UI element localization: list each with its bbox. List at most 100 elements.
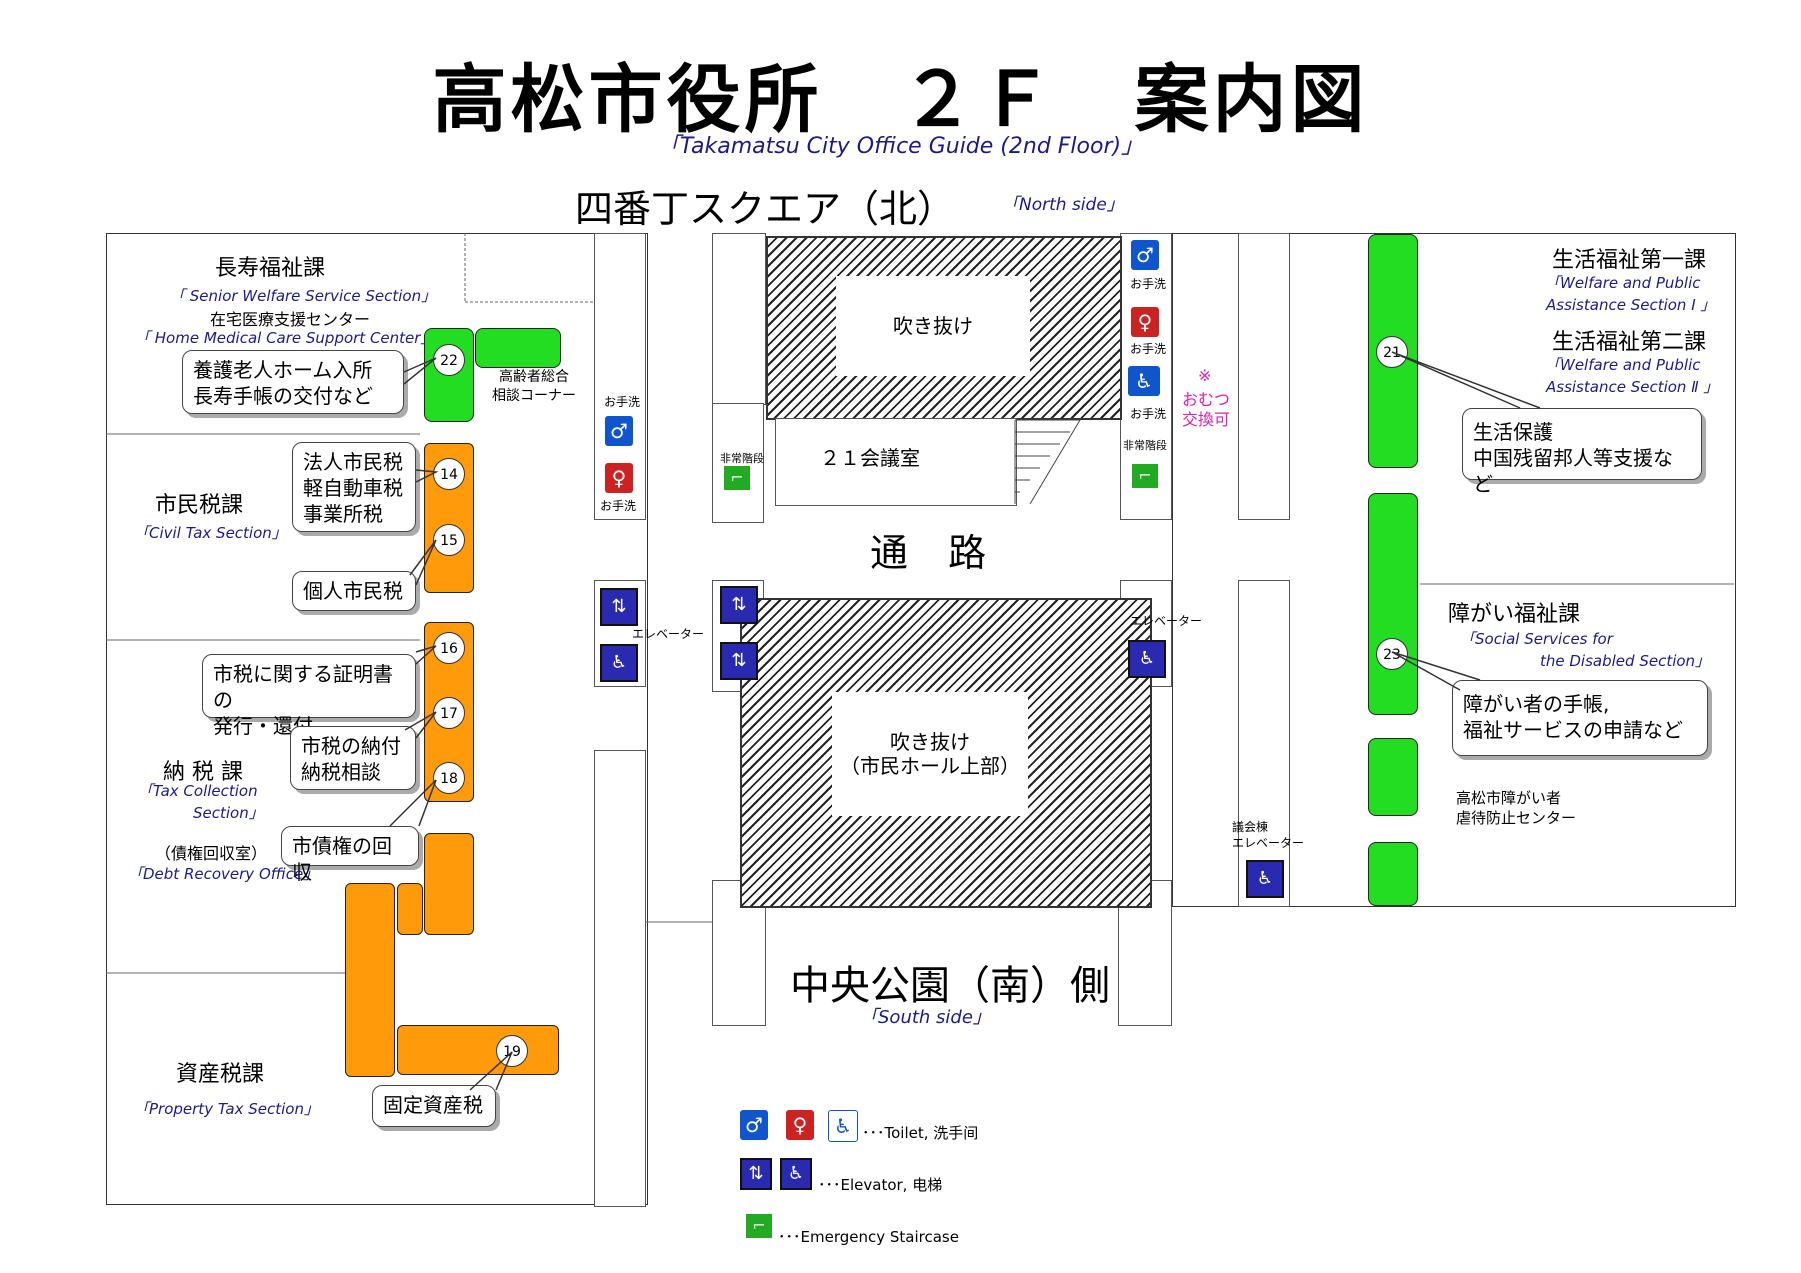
counter-disabled-b[interactable] [1368, 738, 1418, 816]
south-atrium-line1: 吹き抜け [890, 730, 970, 754]
callout-16: 市税に関する証明書の 発行・還付 [202, 654, 416, 738]
south-atrium-label: 吹き抜け （市民ホール上部） [832, 692, 1028, 816]
number-21: 21 [1376, 336, 1408, 368]
welfare1-en2: Assistance Section Ⅰ 」 [1546, 296, 1716, 314]
counter-debt-a[interactable] [424, 833, 474, 935]
disabled-en2: the Disabled Section」 [1540, 652, 1711, 670]
welfare2-en1: 「Welfare and Public [1545, 356, 1701, 374]
callout-19: 固定資産税 [372, 1085, 496, 1127]
counter-property-a[interactable] [345, 883, 395, 1077]
women-toilet-east-icon[interactable]: ♀ [1131, 307, 1159, 337]
counter-debt-b[interactable] [397, 883, 423, 935]
counter-23[interactable] [1368, 493, 1418, 715]
legend-stairs-icon: ⌐ [746, 1214, 772, 1238]
elevator-center-1-icon[interactable]: ⇅ [720, 586, 758, 624]
welfare2-title: 生活福祉第二課 [1552, 330, 1707, 355]
toilet-label-east-2: お手洗 [1130, 342, 1167, 356]
debt-recovery-title: （債権回収室） [155, 844, 268, 863]
elderly-consult-counter[interactable] [475, 328, 561, 368]
welfare1-en1: 「Welfare and Public [1545, 274, 1701, 292]
callout-21-line1: 生活保護 [1473, 420, 1553, 444]
map-title: 高松市役所 ２Ｆ 案内図 [432, 57, 1369, 143]
south-atrium-line2: （市民ホール上部） [840, 754, 1020, 778]
east-column-south [1238, 580, 1290, 907]
diaper-line1: おむつ [1182, 390, 1231, 409]
north-label: 四番丁スクエア（北） [575, 187, 956, 231]
center-left-column [712, 233, 766, 405]
east-column-north [1238, 233, 1290, 520]
legend-elevator: ･･･Elevator, 电梯 [818, 1176, 943, 1194]
callout-21-line2: 中国残留邦人等支援など [1473, 446, 1673, 496]
elevator-west-1-icon[interactable]: ⇅ [600, 588, 638, 626]
civil-tax-en: 「Civil Tax Section」 [134, 524, 287, 542]
tax-collection-title: 納 税 課 [163, 760, 243, 785]
callout-14: 法人市民税 軽自動車税 事業所税 [292, 442, 416, 532]
callout-22: 養護老人ホーム入所 長寿手帳の交付など [182, 350, 404, 414]
callout-17-line2: 納税相談 [301, 760, 381, 784]
men-toilet-east-icon[interactable]: ♂ [1131, 240, 1159, 270]
accessible-toilet-icon[interactable]: ♿ [1128, 366, 1160, 396]
abuse-center-line2: 虐待防止センター [1456, 809, 1577, 827]
callout-17: 市税の納付 納税相談 [290, 726, 416, 790]
disabled-title: 障がい福祉課 [1448, 602, 1581, 627]
legend-toilet: ･･･Toilet, 洗手间 [862, 1124, 979, 1142]
diaper-line2: 交換可 [1182, 410, 1231, 429]
diaper-mark: ※ [1198, 366, 1212, 385]
toilet-label-west-1: お手洗 [604, 395, 641, 409]
property-tax-title: 資産税課 [176, 1062, 265, 1087]
callout-14-line1: 法人市民税 [303, 450, 403, 474]
emergency-stairs-east-icon[interactable]: ⌐ [1132, 464, 1158, 488]
women-toilet-icon[interactable]: ♀ [605, 463, 633, 493]
callout-23: 障がい者の手帳, 福祉サービスの申請など [1452, 680, 1708, 756]
home-care-en: 「 Home Medical Care Support Center」 [135, 329, 436, 347]
counter-19[interactable] [397, 1025, 559, 1075]
callout-14-line3: 事業所税 [303, 502, 383, 526]
council-elevator-label-1: 議会棟 [1232, 820, 1269, 834]
senior-welfare-title: 長寿福祉課 [215, 256, 326, 281]
elevator-center-2-icon[interactable]: ⇅ [720, 642, 758, 680]
number-23: 23 [1376, 638, 1408, 670]
men-toilet-icon[interactable]: ♂ [605, 416, 633, 446]
callout-23-line2: 福祉サービスの申請など [1463, 718, 1683, 742]
legend-elevator-icon: ⇅ [740, 1158, 772, 1190]
emergency-stairs-west-icon[interactable]: ⌐ [724, 466, 750, 490]
number-22: 22 [433, 344, 465, 376]
corridor-label: 通 路 [870, 531, 1001, 575]
south-label-en: 「South side」 [860, 1007, 991, 1028]
callout-23-line1: 障がい者の手帳, [1463, 692, 1610, 716]
elderly-corner-line1: 高齢者総合 [499, 369, 569, 385]
callout-15: 個人市民税 [292, 571, 416, 611]
callout-16-line1: 市税に関する証明書の [213, 662, 393, 712]
callout-21: 生活保護 中国残留邦人等支援など [1462, 408, 1702, 496]
council-elevator-icon[interactable]: ♿ [1246, 860, 1284, 898]
senior-welfare-en: 「 Senior Welfare Service Section」 [170, 287, 437, 305]
map-subtitle: 「Takamatsu City Office Guide (2nd Floor)… [657, 134, 1144, 159]
south-label: 中央公園（南）側 [790, 963, 1110, 1009]
emergency-stairs-label-west: 非常階段 [720, 452, 764, 465]
counter-abuse-center[interactable] [1368, 842, 1418, 906]
elevator-east-accessible-icon[interactable]: ♿ [1128, 640, 1166, 678]
callout-17-line1: 市税の納付 [301, 734, 401, 758]
elevator-west-accessible-icon[interactable]: ♿ [600, 644, 638, 682]
number-15: 15 [433, 524, 465, 556]
debt-recovery-en: 「Debt Recovery Office」 [128, 865, 319, 883]
counter-22[interactable] [424, 328, 474, 422]
legend-stairs: ･･･Emergency Staircase [778, 1228, 959, 1246]
west-column-south [594, 750, 646, 1207]
civil-tax-title: 市民税課 [155, 493, 244, 518]
elevator-label-east: エレベーター [1130, 614, 1203, 628]
elderly-corner-label: 高齢者総合 相談コーナー [492, 368, 576, 406]
legend-women-icon: ♀ [786, 1110, 814, 1140]
number-18: 18 [433, 762, 465, 794]
legend-men-icon: ♂ [740, 1110, 768, 1140]
callout-22-line2: 長寿手帳の交付など [193, 384, 373, 408]
north-label-en: 「North side」 [1002, 195, 1124, 215]
callout-14-line2: 軽自動車税 [303, 476, 403, 500]
abuse-center-label: 高松市障がい者 虐待防止センター [1456, 788, 1576, 828]
meeting-room-21 [775, 418, 1017, 506]
toilet-label-west-2: お手洗 [600, 499, 637, 513]
abuse-center-line1: 高松市障がい者 [1456, 789, 1562, 807]
disabled-en1: 「Social Services for [1460, 630, 1613, 648]
toilet-label-east-1: お手洗 [1130, 277, 1167, 291]
elevator-label-west: エレベーター [632, 627, 705, 641]
